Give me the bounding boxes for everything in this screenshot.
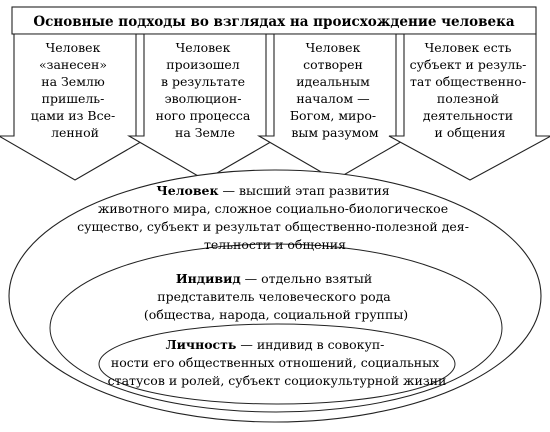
- term-chelovek: Человек: [156, 183, 218, 198]
- title-text: Основные подходы во взглядах на происхож…: [33, 14, 515, 30]
- title-box: [11, 6, 537, 35]
- approach-arrow-3: Человек сотворен идеальным началом — Бог…: [256, 33, 414, 181]
- level-lichnost-text: Личность — индивид в совокуп- ности его …: [108, 337, 447, 388]
- approach-arrow-4: Человек есть субъект и резуль- тат общес…: [388, 33, 550, 181]
- inner-ellipse-lichnost: [98, 323, 456, 405]
- approach-2-text: Человек произошел в результате эволюцион…: [156, 40, 255, 140]
- term-individ: Индивид: [176, 271, 241, 286]
- approach-1-text: Человек «занесен» на Землю пришель- цами…: [31, 40, 119, 140]
- level-chelovek-text: Человек — высший этап развития животного…: [77, 183, 473, 252]
- level-individ-text: Индивид — отдельно взятый представитель …: [144, 271, 408, 322]
- approach-4-text: Человек есть субъект и резуль- тат общес…: [410, 40, 531, 140]
- approach-arrow-2: Человек произошел в результате эволюцион…: [126, 33, 284, 181]
- term-lichnost: Личность: [166, 337, 237, 352]
- approach-arrow-1: Человек «занесен» на Землю пришель- цами…: [0, 33, 154, 181]
- approach-3-text: Человек сотворен идеальным началом — Бог…: [290, 40, 380, 140]
